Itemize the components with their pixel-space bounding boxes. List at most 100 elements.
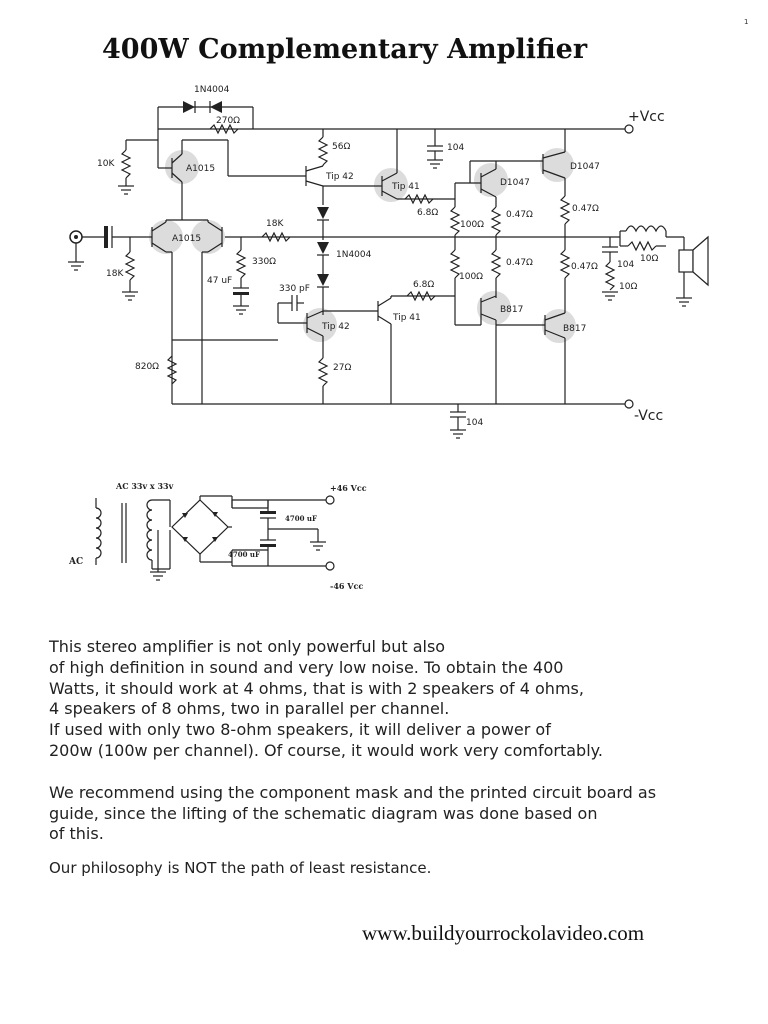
label-r-27: 27Ω bbox=[333, 363, 351, 373]
ps-neg-rail: -46 Vcc bbox=[330, 581, 363, 591]
vcc-pos-terminal bbox=[624, 124, 634, 134]
label-r-10-zobel: 10Ω bbox=[619, 282, 637, 292]
power-supply-schematic: AC 33v x 33v AC 4700 uF 4700 uF +46 Vcc … bbox=[68, 481, 367, 591]
resistor-symbol bbox=[559, 249, 571, 279]
description-line: 200w (100w per channel). Of course, it w… bbox=[49, 740, 603, 760]
diode-symbol bbox=[210, 101, 222, 113]
transistor-highlight bbox=[540, 148, 574, 182]
amplifier-schematic: 1N4004 270Ω 10K A1015 56Ω 104 Tip 42 Tip… bbox=[68, 85, 709, 439]
label-tip42-bot: Tip 42 bbox=[321, 322, 350, 332]
transistor-highlight bbox=[165, 150, 199, 184]
label-r-047-b: 0.47Ω bbox=[572, 204, 599, 214]
label-r-047-a: 0.47Ω bbox=[506, 210, 533, 220]
description-line: This stereo amplifier is not only powerf… bbox=[49, 637, 446, 656]
resistor-symbol bbox=[627, 240, 657, 252]
label-tip42-top: Tip 42 bbox=[325, 172, 354, 182]
label-r-68-top: 6.8Ω bbox=[417, 208, 438, 218]
label-r-18k-in: 18K bbox=[106, 269, 124, 279]
label-r-047-d: 0.47Ω bbox=[571, 262, 598, 272]
resistor-symbol bbox=[490, 206, 502, 236]
ps-cap-top: 4700 uF bbox=[285, 514, 317, 523]
ps-pos-rail: +46 Vcc bbox=[330, 483, 367, 493]
label-r-10-coil: 10Ω bbox=[640, 254, 658, 264]
resistor-symbol bbox=[235, 249, 247, 279]
resistor-symbol bbox=[261, 231, 291, 243]
label-r-68-bot: 6.8Ω bbox=[413, 280, 434, 290]
label-vcc-neg: -Vcc bbox=[634, 408, 663, 424]
resistor-symbol bbox=[604, 261, 616, 291]
label-r-100-top: 100Ω bbox=[460, 220, 484, 230]
label-tip41-bot: Tip 41 bbox=[392, 313, 421, 323]
description-line: 4 speakers of 8 ohms, two in parallel pe… bbox=[49, 699, 450, 719]
label-diode-mid: 1N4004 bbox=[336, 250, 372, 260]
website-link[interactable]: www.buildyourrockolavideo.com bbox=[362, 921, 645, 945]
label-tip41-top: Tip 41 bbox=[391, 182, 420, 192]
vcc-neg-terminal bbox=[624, 399, 634, 409]
label-b817-left: B817 bbox=[500, 305, 523, 315]
transistor-highlight bbox=[191, 220, 225, 254]
recommendation-line: We recommend using the component mask an… bbox=[49, 782, 657, 802]
description-line: of high definition in sound and very low… bbox=[49, 657, 564, 677]
resistor-symbol bbox=[559, 195, 571, 225]
description-line: If used with only two 8-ohm speakers, it… bbox=[49, 720, 551, 740]
resistor-symbol bbox=[124, 251, 136, 281]
description-text: This stereo amplifier is not only powerf… bbox=[49, 637, 739, 845]
label-d1047-right: D1047 bbox=[570, 162, 600, 172]
resistor-symbol bbox=[166, 355, 178, 385]
label-r-100-bot: 100Ω bbox=[459, 272, 483, 282]
label-cap-104-top: 104 bbox=[447, 143, 464, 153]
label-r-56: 56Ω bbox=[332, 142, 350, 152]
transformer-secondary bbox=[146, 499, 153, 561]
transformer-primary bbox=[95, 507, 102, 559]
recommendation-line: guide, since the lifting of the schemati… bbox=[49, 803, 598, 823]
transistor-highlight bbox=[477, 291, 511, 325]
page-number: 1 bbox=[744, 18, 749, 26]
label-r-18k-series: 18K bbox=[266, 219, 284, 229]
motto-text: Our philosophy is NOT the path of least … bbox=[49, 859, 432, 877]
diode-symbol bbox=[183, 101, 195, 113]
ps-ac-label: AC 33v x 33v bbox=[115, 481, 174, 491]
resistor-symbol bbox=[449, 206, 461, 236]
resistor-symbol bbox=[449, 249, 461, 279]
label-cap-330p: 330 pF bbox=[279, 284, 310, 294]
diode-symbol bbox=[317, 242, 329, 254]
label-cap-104-bot: 104 bbox=[466, 418, 483, 428]
label-r-330: 330Ω bbox=[252, 257, 276, 267]
speaker-icon bbox=[678, 249, 694, 273]
inductor-symbol bbox=[625, 225, 667, 233]
recommendation-line: of this. bbox=[49, 824, 104, 844]
input-capacitor bbox=[104, 226, 108, 248]
transistor-highlight bbox=[149, 220, 183, 254]
resistor-symbol bbox=[406, 290, 436, 302]
label-d1047-left: D1047 bbox=[500, 178, 530, 188]
resistor-symbol bbox=[404, 193, 434, 205]
label-cap-47: 47 uF bbox=[207, 276, 232, 286]
bridge-rectifier bbox=[171, 499, 229, 555]
label-b817-right: B817 bbox=[563, 324, 586, 334]
label-r-feedback: 270Ω bbox=[216, 116, 240, 126]
resistor-symbol bbox=[317, 136, 329, 166]
filter-cap bbox=[260, 511, 276, 514]
filter-cap bbox=[260, 544, 276, 547]
page-title: 400W Complementary Amplifier bbox=[102, 34, 588, 65]
label-r-10k: 10K bbox=[97, 159, 115, 169]
resistor-symbol bbox=[317, 357, 329, 387]
label-diode-pair: 1N4004 bbox=[194, 85, 230, 95]
neg-rail-terminal bbox=[325, 561, 335, 571]
resistor-symbol bbox=[209, 123, 239, 135]
diode-symbol bbox=[317, 207, 329, 219]
resistor-symbol bbox=[490, 249, 502, 279]
label-r-047-c: 0.47Ω bbox=[506, 258, 533, 268]
description-line: Watts, it should work at 4 ohms, that is… bbox=[49, 678, 584, 698]
label-q-a1015-pair: A1015 bbox=[172, 234, 201, 244]
label-q-a1015-top: A1015 bbox=[186, 164, 215, 174]
pos-rail-terminal bbox=[325, 495, 335, 505]
resistor-symbol bbox=[120, 149, 132, 179]
label-vcc-pos: +Vcc bbox=[628, 109, 665, 125]
label-cap-104-out: 104 bbox=[617, 260, 634, 270]
ps-cap-bot: 4700 uF bbox=[228, 550, 260, 559]
label-r-820: 820Ω bbox=[135, 362, 159, 372]
diode-symbol bbox=[317, 274, 329, 286]
ps-ac-in: AC bbox=[68, 557, 83, 567]
transistor-highlight bbox=[474, 163, 508, 197]
